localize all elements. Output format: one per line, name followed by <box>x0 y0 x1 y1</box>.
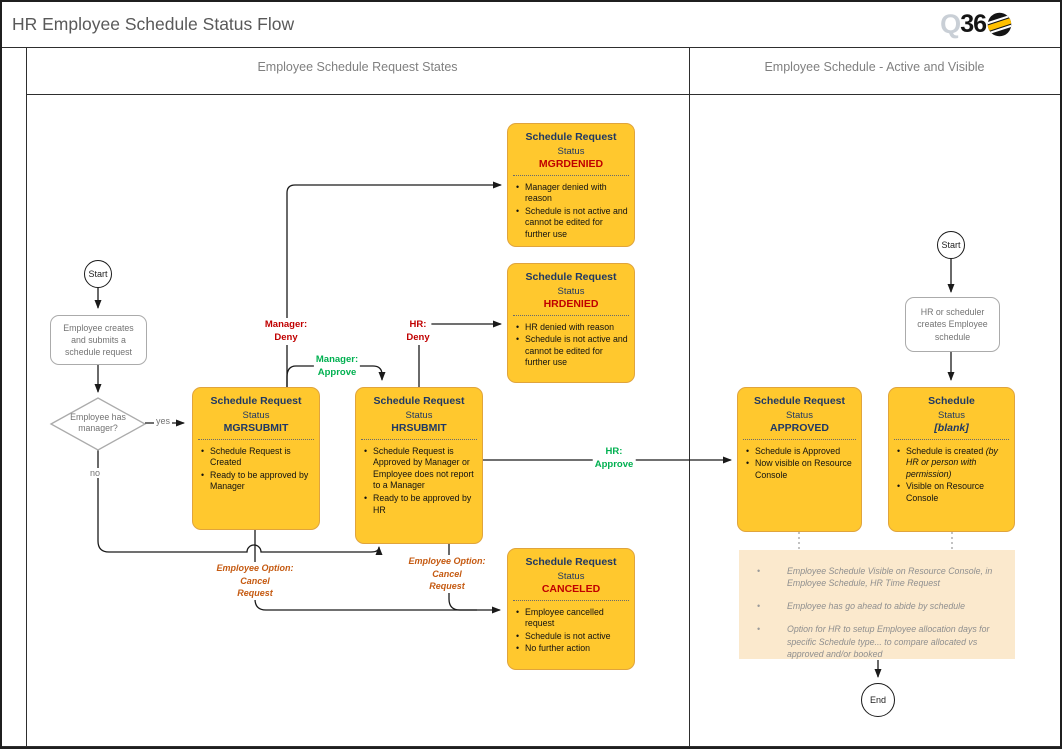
status-value-schedule-blank: [blank] <box>934 421 969 434</box>
process-employee-creates: Employee creates and submits a schedule … <box>50 315 147 365</box>
status-box-hrdenied: Schedule Request Status HRDENIED HR deni… <box>507 263 635 383</box>
label-hr-approve: HR:Approve <box>592 445 636 472</box>
q360-logo: Q 36 <box>940 9 1012 40</box>
status-box-schedule: Schedule Status [blank] Schedule is crea… <box>888 387 1015 532</box>
bullet: Schedule is created (by HR or person wit… <box>897 446 1008 481</box>
note-item: Employee has go ahead to abide by schedu… <box>739 600 1015 612</box>
note-item: Employee Schedule Visible on Resource Co… <box>739 565 1015 589</box>
bullet: Schedule Request is Created <box>201 446 313 469</box>
titlebar-divider <box>2 47 1060 49</box>
status-box-canceled: Schedule Request Status CANCELED Employe… <box>507 548 635 670</box>
start-node-right: Start <box>937 231 965 259</box>
bullet: Employee cancelled request <box>516 607 628 630</box>
bullet: Schedule is not active <box>516 631 628 643</box>
status-value-approved: APPROVED <box>770 421 829 434</box>
status-value-hrdenied: HRDENIED <box>543 297 599 310</box>
lane-header-request-states: Employee Schedule Request States <box>257 60 458 74</box>
status-value-canceled: CANCELED <box>541 582 601 595</box>
label-manager-deny: Manager:Deny <box>262 318 310 345</box>
bullet: Now visible on Resource Console <box>746 458 855 481</box>
bullet: Manager denied with reason <box>516 182 628 205</box>
label-manager-approve: Manager:Approve <box>313 353 361 380</box>
no-label: no <box>88 468 103 478</box>
logo-36-text: 36 <box>960 10 987 38</box>
bullet: Ready to be approved by HR <box>364 493 476 516</box>
note-box: Employee Schedule Visible on Resource Co… <box>739 550 1015 659</box>
logo-globe-icon <box>987 12 1012 37</box>
bullet: No further action <box>516 643 628 655</box>
edge-no-to-hrsubmit <box>97 450 383 556</box>
lane-bottom-line <box>2 746 1060 747</box>
decision-diamond <box>49 397 147 451</box>
status-box-approved: Schedule Request Status APPROVED Schedul… <box>737 387 862 532</box>
start-node-left: Start <box>84 260 112 288</box>
status-box-mgrdenied: Schedule Request Status MGRDENIED Manage… <box>507 123 635 247</box>
end-node: End <box>861 683 895 717</box>
status-box-hrsubmit: Schedule Request Status HRSUBMIT Schedul… <box>355 387 483 544</box>
status-value-mgrdenied: MGRDENIED <box>538 157 604 170</box>
note-item: Option for HR to setup Employee allocati… <box>739 623 1015 659</box>
bullet: Schedule is Approved <box>746 446 855 458</box>
bullet: Schedule is not active and cannot be edi… <box>516 334 628 369</box>
edge-cancel-from-hrsubmit <box>448 544 477 611</box>
page-title: HR Employee Schedule Status Flow <box>12 14 295 34</box>
bullet: HR denied with reason <box>516 322 628 334</box>
lane-header-active-visible: Employee Schedule - Active and Visible <box>764 60 985 74</box>
decision-label: Employee has manager? <box>70 412 126 434</box>
lane-divider <box>689 47 691 747</box>
yes-label: yes <box>154 416 173 426</box>
lane-left-strip-line <box>26 47 27 747</box>
status-box-mgrsubmit: Schedule Request Status MGRSUBMIT Schedu… <box>192 387 320 530</box>
edge-manager-deny <box>286 181 502 387</box>
bullet: Schedule Request is Approved by Manager … <box>364 446 476 492</box>
bullet: Schedule is not active and cannot be edi… <box>516 206 628 241</box>
process-hr-creates-schedule: HR or scheduler creates Employee schedul… <box>905 297 1000 352</box>
label-hr-deny: HR:Deny <box>404 318 432 345</box>
bullet: Ready to be approved by Manager <box>201 470 313 493</box>
lane-header-underline <box>26 94 1060 95</box>
bullet: Visible on Resource Console <box>897 481 1008 504</box>
status-value-hrsubmit: HRSUBMIT <box>391 421 447 434</box>
status-value-mgrsubmit: MGRSUBMIT <box>223 421 289 434</box>
logo-q-letter: Q <box>940 9 961 39</box>
